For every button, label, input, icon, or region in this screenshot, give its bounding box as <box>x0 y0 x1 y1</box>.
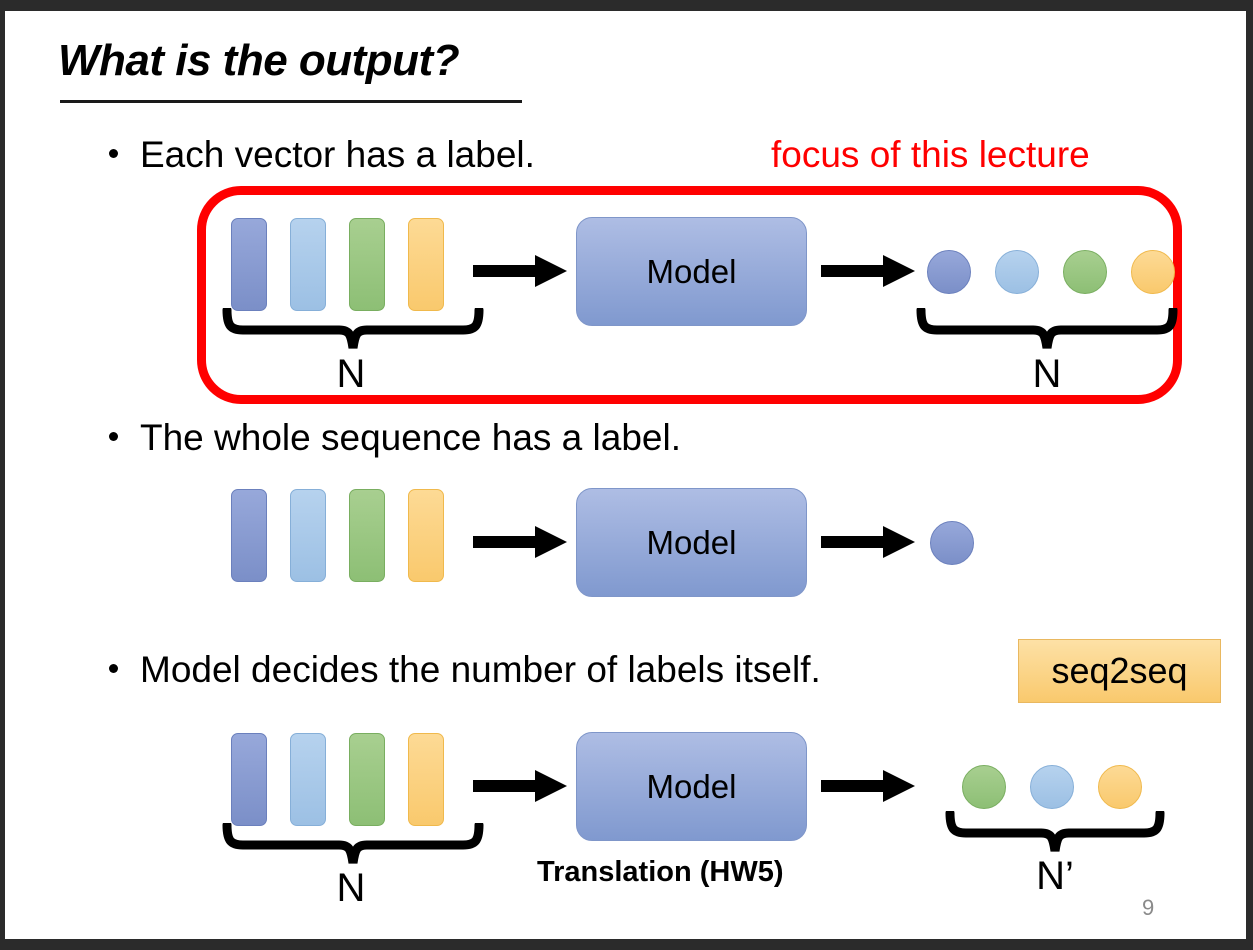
input-vector-light-blue <box>290 489 326 582</box>
row2-arrow-model-to-output <box>821 525 917 558</box>
title-underline <box>60 100 522 103</box>
row1-input-vectors <box>231 218 444 311</box>
bullet-text-1: Each vector has a label. <box>140 134 535 175</box>
row3-output-circles <box>962 765 1142 809</box>
row3-input-brace <box>221 823 485 873</box>
row1-model-box: Model <box>576 217 807 326</box>
row1-output-brace-label: N <box>1032 352 1062 396</box>
input-vector-orange <box>408 218 444 311</box>
row3-input-vectors <box>231 733 444 826</box>
row3-arrow-model-to-output <box>821 769 917 802</box>
input-vector-green <box>349 489 385 582</box>
input-vector-orange <box>408 489 444 582</box>
input-vector-blue <box>231 489 267 582</box>
bullet-dot-icon <box>109 432 118 441</box>
row1-arrow-input-to-model <box>473 254 569 287</box>
row1-arrow-model-to-output <box>821 254 917 287</box>
row1-input-brace-label: N <box>336 352 366 396</box>
input-vector-light-blue <box>290 733 326 826</box>
output-circle-green <box>962 765 1006 809</box>
bullet-text-3: Model decides the number of labels itsel… <box>140 649 821 690</box>
bullet-item-3: Model decides the number of labels itsel… <box>109 649 821 691</box>
row2-output-circles <box>930 521 974 565</box>
bullet-text-2: The whole sequence has a label. <box>140 417 681 458</box>
output-circle-orange <box>1098 765 1142 809</box>
output-circle-blue <box>927 250 971 294</box>
row2-model-box: Model <box>576 488 807 597</box>
row1-output-brace <box>915 308 1179 358</box>
input-vector-blue <box>231 733 267 826</box>
page-number: 9 <box>1142 895 1155 920</box>
bullet-dot-icon <box>109 664 118 673</box>
row3-model-box: Model <box>576 732 807 841</box>
translation-label: Translation (HW5) <box>537 856 784 888</box>
input-vector-green <box>349 733 385 826</box>
row2-model-label: Model <box>646 523 737 561</box>
focus-highlight-frame <box>197 186 1182 404</box>
row1-model-label: Model <box>646 252 737 290</box>
bullet-item-2: The whole sequence has a label. <box>109 417 681 459</box>
output-circle-orange <box>1131 250 1175 294</box>
row2-input-vectors <box>231 489 444 582</box>
input-vector-green <box>349 218 385 311</box>
output-circle-blue <box>930 521 974 565</box>
row1-input-brace <box>221 308 485 358</box>
row3-output-brace <box>944 811 1166 861</box>
output-circle-light-blue <box>995 250 1039 294</box>
seq2seq-label: seq2seq <box>1051 650 1188 691</box>
bullet-dot-icon <box>109 149 118 158</box>
focus-annotation: focus of this lecture <box>771 134 1090 175</box>
page-title: What is the output? <box>58 36 460 85</box>
row3-model-label: Model <box>646 767 737 805</box>
input-vector-light-blue <box>290 218 326 311</box>
seq2seq-badge: seq2seq <box>1018 639 1221 703</box>
row2-arrow-input-to-model <box>473 525 569 558</box>
input-vector-orange <box>408 733 444 826</box>
output-circle-light-blue <box>1030 765 1074 809</box>
slide-canvas: What is the output? Each vector has a la… <box>5 11 1246 939</box>
row3-input-brace-label: N <box>336 866 366 910</box>
row3-arrow-input-to-model <box>473 769 569 802</box>
row3-output-brace-label: N’ <box>1036 854 1074 898</box>
bullet-item-1: Each vector has a label. <box>109 134 535 176</box>
row1-output-circles <box>927 250 1175 294</box>
input-vector-blue <box>231 218 267 311</box>
output-circle-green <box>1063 250 1107 294</box>
